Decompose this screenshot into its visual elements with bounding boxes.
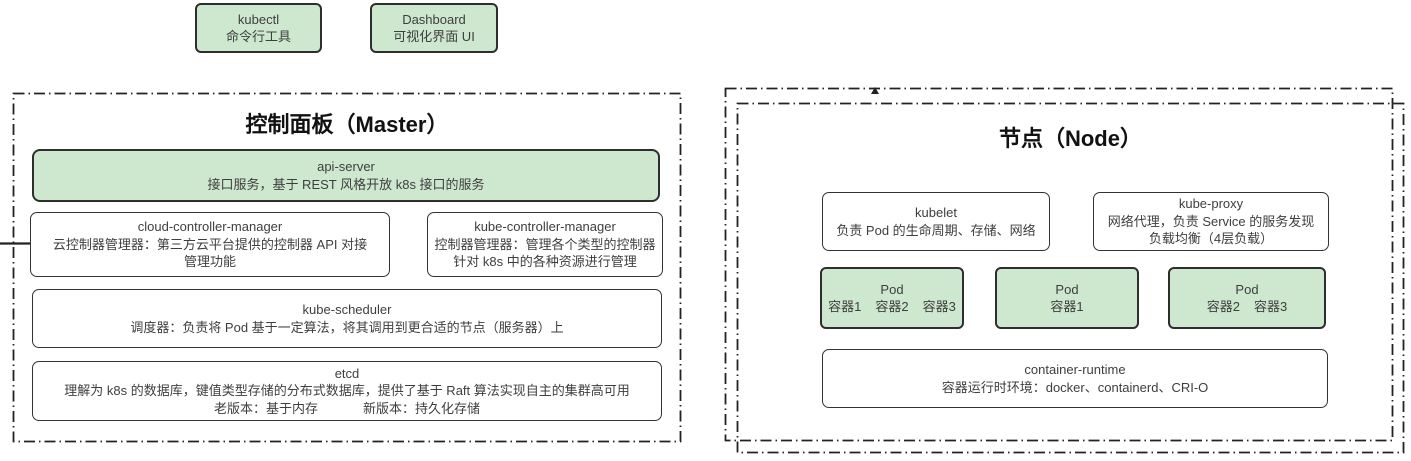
pod-3-title: Pod (1235, 281, 1259, 297)
etcd-desc1: 理解为 k8s 的数据库，键值类型存储的分布式数据库，提供了基于 Raft 算法… (64, 383, 630, 399)
kube-controller-manager-desc2: 针对 k8s 中的各种资源进行管理 (453, 254, 637, 270)
kubelet-desc: 负责 Pod 的生命周期、存储、网络 (836, 222, 1036, 238)
container-label: 容器1 (1050, 299, 1084, 314)
node-top-arrow-icon (871, 87, 879, 94)
node-panel-border-front (736, 102, 1405, 454)
pod-1-title: Pod (880, 281, 904, 297)
cloud-controller-manager-desc1: 云控制器管理器：第三方云平台提供的控制器 API 对接 (52, 236, 368, 252)
container-runtime-box: container-runtime 容器运行时环境：docker、contain… (822, 349, 1328, 408)
node-panel-border-back (724, 87, 1394, 442)
kube-scheduler-title: kube-scheduler (302, 302, 392, 317)
container-runtime-title: container-runtime (1024, 362, 1126, 377)
kube-proxy-title: kube-proxy (1178, 196, 1244, 212)
cloud-controller-manager-box: cloud-controller-manager 云控制器管理器：第三方云平台提… (30, 212, 390, 277)
container-label: 容器3 (1254, 299, 1288, 314)
container-label: 容器3 (922, 299, 956, 314)
kube-proxy-desc1: 网络代理，负责 Service 的服务发现 (1107, 213, 1315, 229)
etcd-title: etcd (334, 365, 360, 381)
container-label: 容器1 (828, 299, 862, 314)
pod-box-3: Pod 容器2 容器3 (1168, 267, 1326, 329)
dashboard-title: Dashboard (402, 11, 466, 27)
cloud-controller-manager-desc2: 管理功能 (183, 254, 236, 270)
dashboard-subtitle: 可视化界面 UI (393, 29, 475, 44)
cloud-controller-manager-title: cloud-controller-manager (137, 219, 283, 235)
kube-proxy-box: kube-proxy 网络代理，负责 Service 的服务发现 负载均衡（4层… (1093, 192, 1329, 251)
kubectl-box: kubectl 命令行工具 (195, 3, 322, 53)
pod-box-1: Pod 容器1 容器2 容器3 (820, 267, 964, 329)
kube-controller-manager-title: kube-controller-manager (474, 219, 616, 235)
etcd-box: etcd 理解为 k8s 的数据库，键值类型存储的分布式数据库，提供了基于 Ra… (32, 361, 662, 421)
master-panel-border (12, 92, 682, 443)
kubelet-box: kubelet 负责 Pod 的生命周期、存储、网络 (822, 192, 1050, 251)
etcd-new-version: 新版本：持久化存储 (363, 400, 481, 416)
pod-2-title: Pod (1055, 281, 1079, 297)
pod-2-containers: 容器1 (1050, 298, 1083, 316)
pod-1-containers: 容器1 容器2 容器3 (828, 298, 956, 316)
etcd-desc2: 老版本：基于内存 新版本：持久化存储 (214, 400, 480, 418)
api-server-desc: 接口服务，基于 REST 风格开放 k8s 接口的服务 (207, 176, 485, 192)
kubelet-title: kubelet (915, 205, 957, 220)
kube-proxy-desc2: 负载均衡（4层负载） (1148, 231, 1274, 247)
kube-scheduler-box: kube-scheduler 调度器：负责将 Pod 基于一定算法，将其调用到更… (32, 289, 662, 348)
container-runtime-desc: 容器运行时环境：docker、containerd、CRI-O (941, 379, 1209, 395)
kubectl-subtitle: 命令行工具 (225, 29, 291, 44)
kube-controller-manager-desc1: 控制器管理器：管理各个类型的控制器 (434, 236, 656, 252)
pod-box-2: Pod 容器1 (995, 267, 1139, 329)
api-server-box: api-server 接口服务，基于 REST 风格开放 k8s 接口的服务 (32, 149, 660, 202)
kube-scheduler-desc: 调度器：负责将 Pod 基于一定算法，将其调用到更合适的节点（服务器）上 (130, 319, 564, 335)
kube-controller-manager-box: kube-controller-manager 控制器管理器：管理各个类型的控制… (427, 212, 663, 277)
kubectl-title: kubectl (237, 11, 280, 27)
container-label: 容器2 (1206, 299, 1240, 314)
dashboard-box: Dashboard 可视化界面 UI (370, 3, 498, 53)
master-panel-title: 控制面板（Master） (245, 112, 449, 137)
pod-3-containers: 容器2 容器3 (1207, 298, 1287, 316)
etcd-old-version: 老版本：基于内存 (213, 400, 318, 416)
container-label: 容器2 (875, 299, 909, 314)
api-server-title: api-server (317, 159, 375, 174)
node-panel-title: 节点（Node） (998, 126, 1142, 151)
